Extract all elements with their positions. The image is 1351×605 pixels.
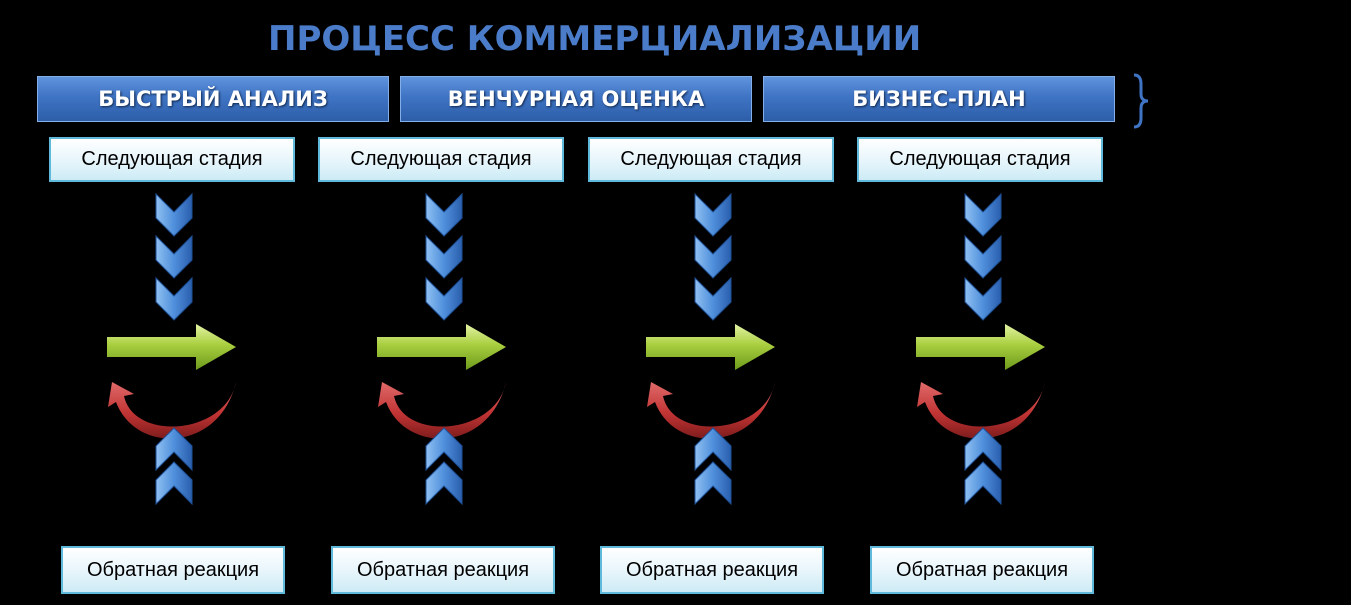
next-stage-box-1: Следующая стадия [49,137,295,182]
chevron-up-icon [694,427,732,506]
chevron-down-icon [694,192,732,321]
flow-unit-4 [916,192,1045,506]
chevron-up-icon [964,427,1002,506]
flow-unit-2 [377,192,506,506]
flow-unit-3 [646,192,775,506]
next-stage-box-2: Следующая стадия [318,137,564,182]
feedback-box-1: Обратная реакция [61,546,285,594]
chevron-up-icon [155,427,193,506]
u-turn-arrow-icon [378,382,506,439]
chevron-up-icon [425,427,463,506]
u-turn-arrow-icon [917,382,1045,439]
chevron-down-icon [155,192,193,321]
chevron-down-icon [425,192,463,321]
stage-bar-venture-assessment: ВЕНЧУРНАЯ ОЦЕНКА [400,76,752,122]
arrow-right-icon [377,324,506,370]
feedback-box-2: Обратная реакция [331,546,555,594]
chevron-down-icon [964,192,1002,321]
arrow-right-icon [916,324,1045,370]
feedback-box-4: Обратная реакция [870,546,1094,594]
u-turn-arrow-icon [108,382,236,439]
next-stage-box-3: Следующая стадия [588,137,834,182]
flow-unit-1 [107,192,236,506]
stage-bar-quick-analysis: БЫСТРЫЙ АНАЛИЗ [37,76,389,122]
arrow-right-icon [646,324,775,370]
u-turn-arrow-icon [647,382,775,439]
page-title: ПРОЦЕСС КОММЕРЦИАЛИЗАЦИИ [268,19,922,59]
arrow-right-icon [107,324,236,370]
stage-bar-business-plan: БИЗНЕС-ПЛАН [763,76,1115,122]
right-brace-icon [1133,73,1149,129]
next-stage-box-4: Следующая стадия [857,137,1103,182]
feedback-box-3: Обратная реакция [600,546,824,594]
